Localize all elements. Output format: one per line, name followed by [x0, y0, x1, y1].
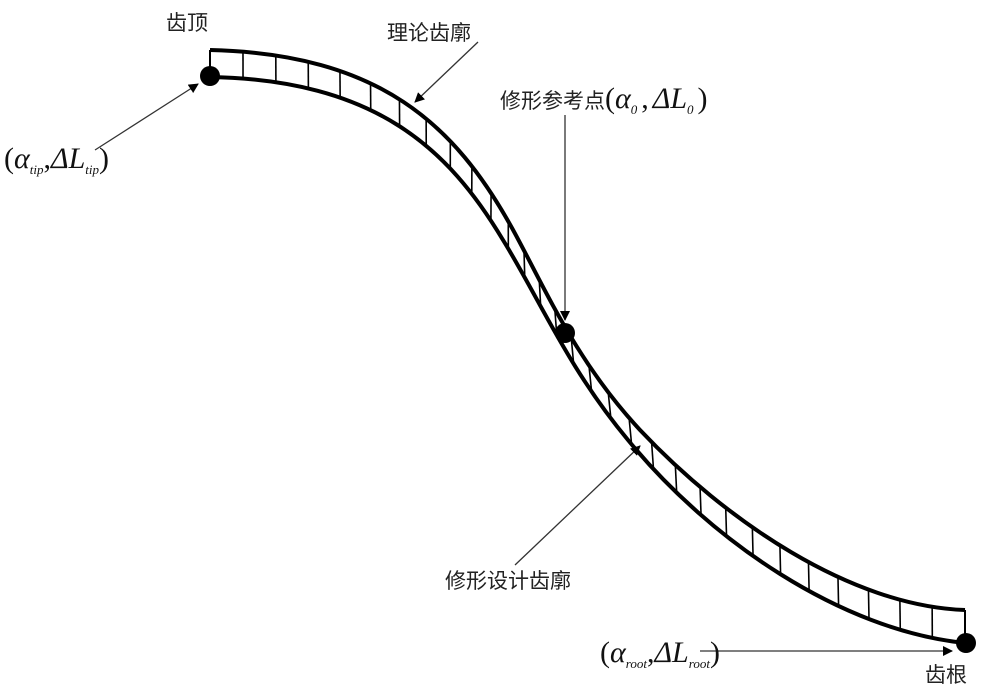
theoretical-profile-arrow [415, 42, 478, 102]
hatch-line [868, 590, 869, 619]
theoretical-profile-curve [210, 50, 965, 610]
hatch-line [675, 465, 676, 493]
hatch-line [752, 527, 753, 556]
hatch-line [838, 577, 839, 606]
modified-profile-arrow [515, 446, 640, 565]
hatch-line [808, 562, 809, 591]
root-label: 齿根 [925, 663, 967, 687]
hatch-line [700, 487, 701, 515]
root-coordinates-label: (αroot,ΔLroot) [600, 636, 720, 671]
hatch-line [780, 545, 781, 574]
tip-label: 齿顶 [166, 11, 208, 35]
reference-point-label: 修形参考点(α0,ΔL0) [500, 82, 708, 117]
tip-coordinates-label: (αtip,ΔLtip) [4, 142, 109, 177]
hatch-line [726, 508, 727, 537]
tip-point [200, 66, 220, 86]
modified-profile-label: 修形设计齿廓 [445, 569, 571, 593]
root-point [956, 633, 976, 653]
reference-point [555, 323, 575, 343]
hatch-lines [243, 52, 932, 638]
tip-arrow [95, 84, 198, 150]
theoretical-profile-label: 理论齿廓 [387, 21, 471, 45]
